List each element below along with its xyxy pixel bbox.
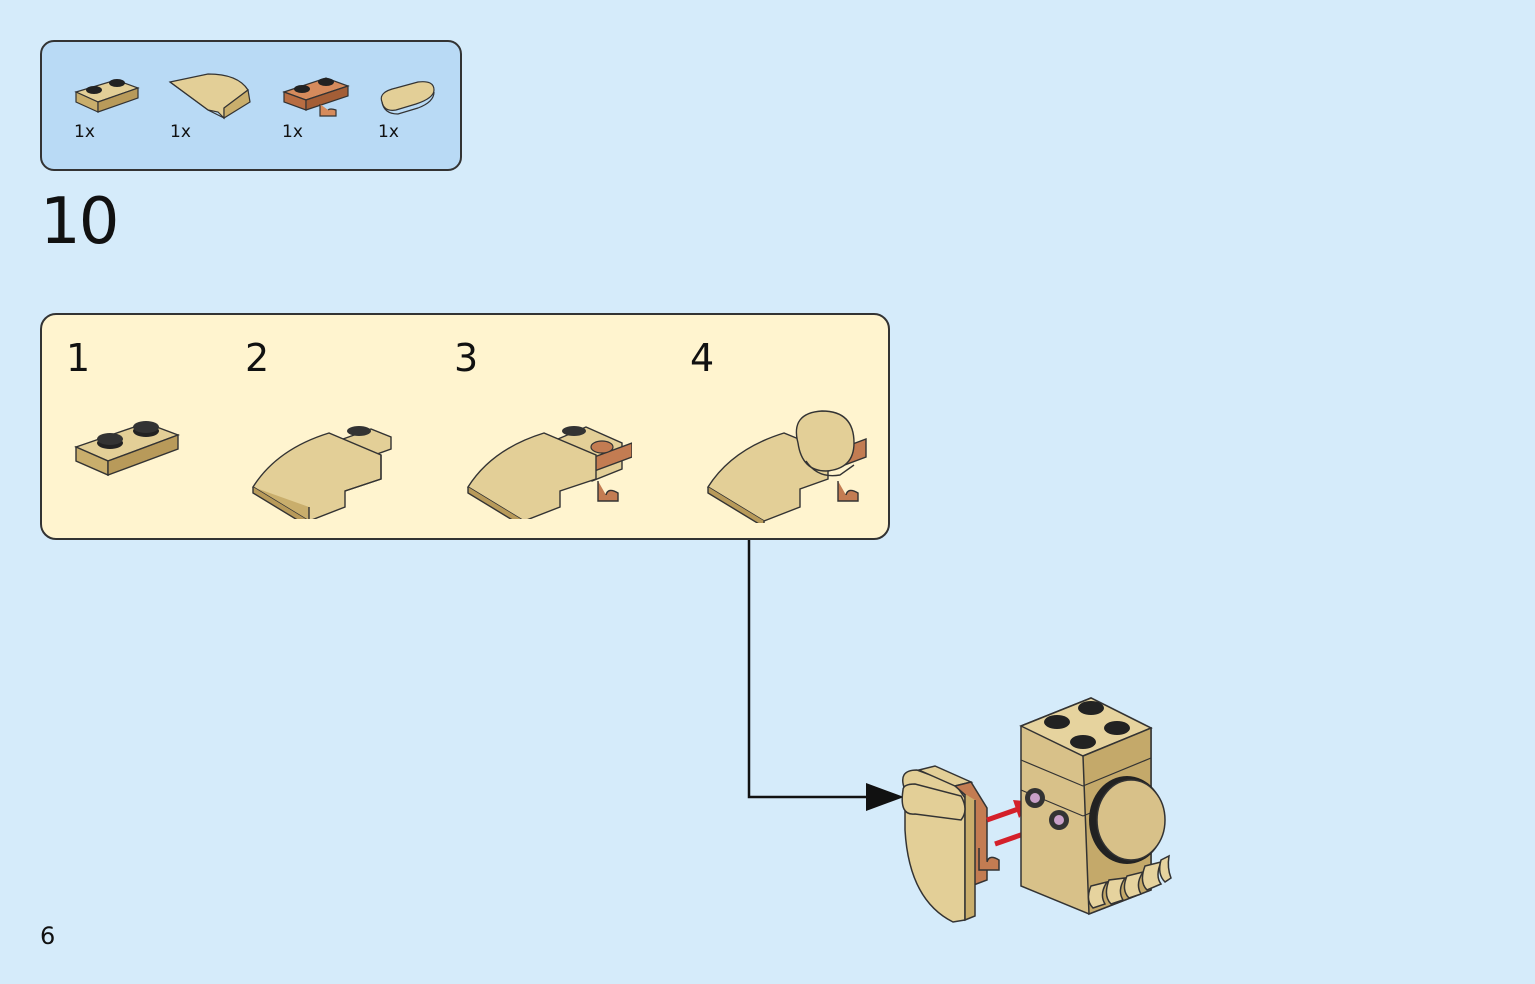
brown-plate-with-clip-icon	[282, 77, 350, 117]
tan-rounded-tile-icon	[380, 81, 435, 115]
tan-curved-slope-icon	[168, 73, 251, 120]
part-item: 1x	[168, 68, 251, 158]
page-number: 6	[40, 922, 56, 950]
part-quantity: 1x	[378, 122, 399, 142]
part-item: 1x	[72, 68, 152, 158]
part-item: 1x	[280, 68, 360, 158]
part-item: 1x	[376, 68, 456, 158]
substep-number: 2	[245, 336, 270, 380]
tan-plate-1x2-icon	[74, 79, 140, 113]
sub-assembly-icon	[901, 765, 1000, 923]
substep-number: 1	[66, 336, 91, 380]
tan-plate-1x2-icon	[74, 421, 181, 477]
substep-number: 4	[690, 336, 715, 380]
parts-list: 1x 1x 1x 1x	[40, 40, 462, 171]
main-model-illustration	[901, 697, 1172, 923]
step-number: 10	[40, 185, 119, 259]
part-quantity: 1x	[74, 122, 95, 142]
curved-slope-with-clip-icon	[467, 426, 632, 519]
part-quantity: 1x	[282, 122, 303, 142]
completed-sub-assembly-icon	[707, 410, 867, 523]
sub-assembly-box: 1 2 3	[40, 313, 890, 540]
substep-number: 3	[454, 336, 479, 380]
robot-body-icon	[1019, 697, 1172, 916]
curved-slope-on-plate-icon	[252, 426, 392, 519]
part-quantity: 1x	[170, 122, 191, 142]
